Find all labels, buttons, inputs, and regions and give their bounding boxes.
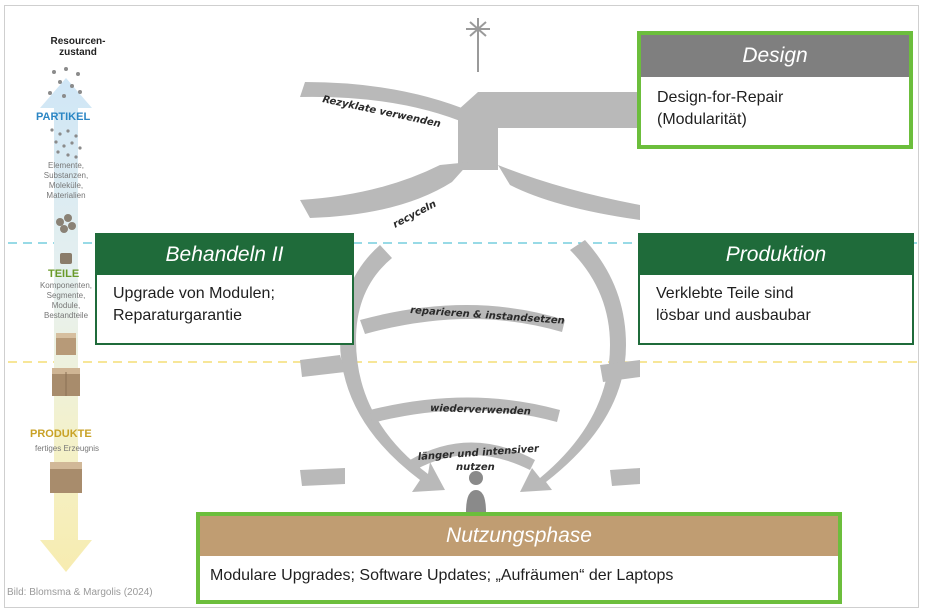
cube-stack-icon — [52, 368, 80, 396]
partikel-sub-line: Elemente, — [47, 161, 85, 170]
behandeln-box: Behandeln II Upgrade von Modulen; Repara… — [95, 233, 354, 345]
produktion-box-body: Verklebte Teile sind lösbar und ausbauba… — [640, 275, 912, 335]
teile-sub-line: Komponenten, — [39, 281, 93, 290]
produktion-box-title: Produktion — [640, 235, 912, 275]
particle-dots — [48, 67, 82, 159]
scale-teile-sub: Komponenten, Segmente, Module, Bestandte… — [22, 281, 110, 321]
part-pile-icon — [60, 253, 72, 264]
partikel-sub-line: Substanzen, — [43, 171, 89, 180]
behandeln-box-line: Upgrade von Modulen; — [113, 285, 275, 302]
label-wiederverwenden: wiederverwenden — [430, 403, 531, 418]
design-box-body: Design-for-Repair (Modularität) — [641, 77, 909, 141]
product-box-icon — [50, 462, 82, 493]
user-icon — [466, 471, 486, 512]
nutzungsphase-box-title: Nutzungsphase — [200, 516, 838, 556]
label-laenger-2: nutzen — [456, 462, 495, 473]
nutzungsphase-box: Nutzungsphase Modulare Upgrades; Softwar… — [196, 512, 842, 604]
small-cube-icon — [56, 333, 76, 355]
scale-title-line1: Resourcen- — [50, 36, 106, 47]
asterisk-icon — [466, 18, 490, 72]
cycle-loops — [300, 18, 640, 492]
partikel-sub-line: Materialien — [46, 191, 86, 200]
produktion-box-line: Verklebte Teile sind — [656, 285, 794, 302]
image-credit: Bild: Blomsma & Margolis (2024) — [7, 587, 153, 598]
teile-sub-line: Segmente, — [46, 291, 86, 300]
produktion-box-line: lösbar und ausbaubar — [656, 307, 811, 324]
behandeln-box-body: Upgrade von Modulen; Reparaturgarantie — [97, 275, 352, 335]
figure-frame — [4, 5, 919, 608]
molecule-cluster-icon — [56, 214, 76, 233]
design-box-line: Design-for-Repair — [657, 89, 784, 106]
scale-partikel-sub: Elemente, Substanzen, Moleküle, Material… — [22, 161, 110, 201]
scale-title-line2: zustand — [59, 47, 97, 58]
nutzungsphase-box-body: Modulare Upgrades; Software Updates; „Au… — [210, 567, 674, 584]
teile-sub-line: Module, — [51, 301, 81, 310]
produktion-box: Produktion Verklebte Teile sind lösbar u… — [638, 233, 914, 345]
design-box-title: Design — [641, 35, 909, 77]
behandeln-box-title: Behandeln II — [97, 235, 352, 275]
scale-label-teile: TEILE — [48, 268, 80, 280]
scale-label-partikel: PARTIKEL — [36, 111, 91, 123]
design-box-line: (Modularität) — [657, 111, 747, 128]
design-box: Design Design-for-Repair (Modularität) — [637, 31, 913, 149]
partikel-sub-line: Moleküle, — [48, 181, 84, 190]
teile-sub-line: Bestandteile — [43, 311, 89, 320]
scale-label-produkte: PRODUKTE — [30, 428, 92, 440]
scale-title: Resourcen- zustand — [28, 36, 128, 58]
scale-produkte-sub: fertiges Erzeugnis — [34, 444, 100, 453]
resource-scale-arrow — [40, 78, 92, 572]
behandeln-box-line: Reparaturgarantie — [113, 307, 242, 324]
